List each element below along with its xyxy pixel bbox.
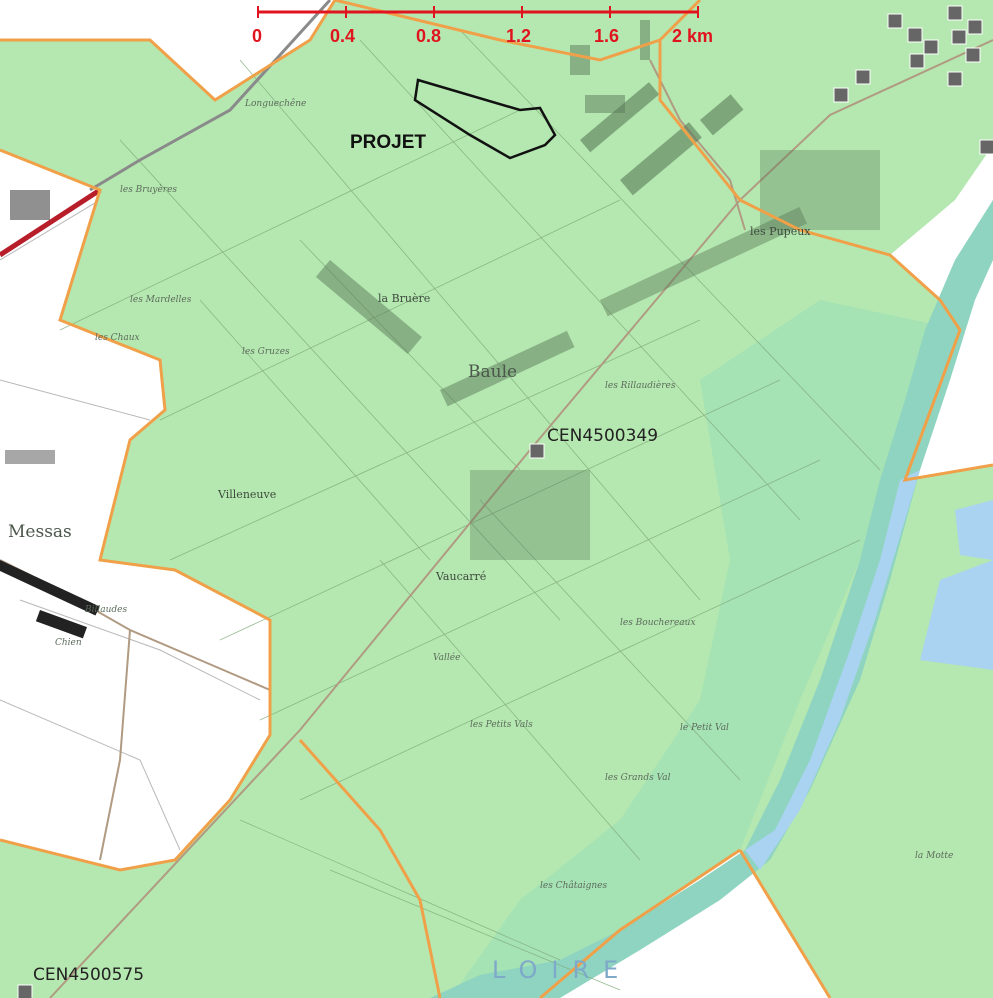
floodplain: [450, 300, 960, 998]
place-label-le-petit-val: le Petit Val: [680, 723, 729, 733]
railway-red: [0, 187, 102, 258]
west-town: [0, 190, 100, 639]
place-label-les-bouchereaux: les Bouchereaux: [620, 618, 696, 628]
place-label-vallee: Vallée: [433, 652, 460, 663]
place-label-les-grands-val: les Grands Val: [605, 773, 671, 783]
scale-tick-label: 1.6: [594, 26, 619, 46]
railway: [89, 0, 332, 192]
place-label-la-motte: la Motte: [915, 851, 953, 861]
site-markers-cluster[interactable]: [833, 5, 993, 155]
place-label-villeneuve: Villeneuve: [217, 488, 276, 501]
built-up: [315, 20, 880, 560]
place-label-messas: Messas: [8, 522, 72, 542]
scale-bar: 0 0.4 0.8 1.2 1.6 2 km: [252, 6, 713, 46]
place-label-les-chataignes: les Châtaignes: [540, 880, 607, 891]
parcels: [59, 29, 881, 991]
project-outline: [413, 78, 557, 160]
place-label-la-bruere: la Bruère: [378, 292, 430, 305]
place-label-vaucarre: Vaucarré: [435, 570, 486, 583]
site-marker[interactable]: [17, 984, 33, 998]
place-label-chien: Chien: [55, 638, 82, 648]
scale-tick-label: 0: [252, 26, 262, 46]
site-label: CEN4500349: [547, 426, 658, 446]
place-label-baule: Baule: [468, 362, 517, 382]
loire-channel: [745, 470, 920, 870]
place-label-les-rillaudieres: les Rillaudières: [605, 380, 676, 391]
scale-tick-label: 0.4: [330, 26, 355, 46]
place-label-longuechene: Longuechêne: [244, 98, 306, 109]
scale-tick-label: 2 km: [672, 26, 713, 46]
lake: [955, 500, 993, 560]
river-label: LOIRE: [492, 956, 632, 984]
project-label: PROJET: [350, 132, 426, 153]
scale-tick-label: 0.8: [416, 26, 441, 46]
place-label-les-mardelles: les Mardelles: [130, 295, 192, 305]
place-label-les-petits-vals: les Petits Vals: [470, 720, 533, 730]
place-label-les-chaux: les Chaux: [95, 333, 140, 343]
place-label-les-bruyeres: les Bruyères: [120, 184, 177, 195]
site-marker[interactable]: [529, 443, 545, 459]
place-label-les-pupeux: les Pupeux: [750, 225, 811, 238]
scale-tick-label: 1.2: [506, 26, 531, 46]
lake: [920, 560, 993, 670]
place-label-les-gruzes: les Gruzes: [242, 347, 290, 357]
site-label: CEN4500575: [33, 965, 144, 985]
place-label-billaudes: Billaudes: [84, 605, 127, 615]
